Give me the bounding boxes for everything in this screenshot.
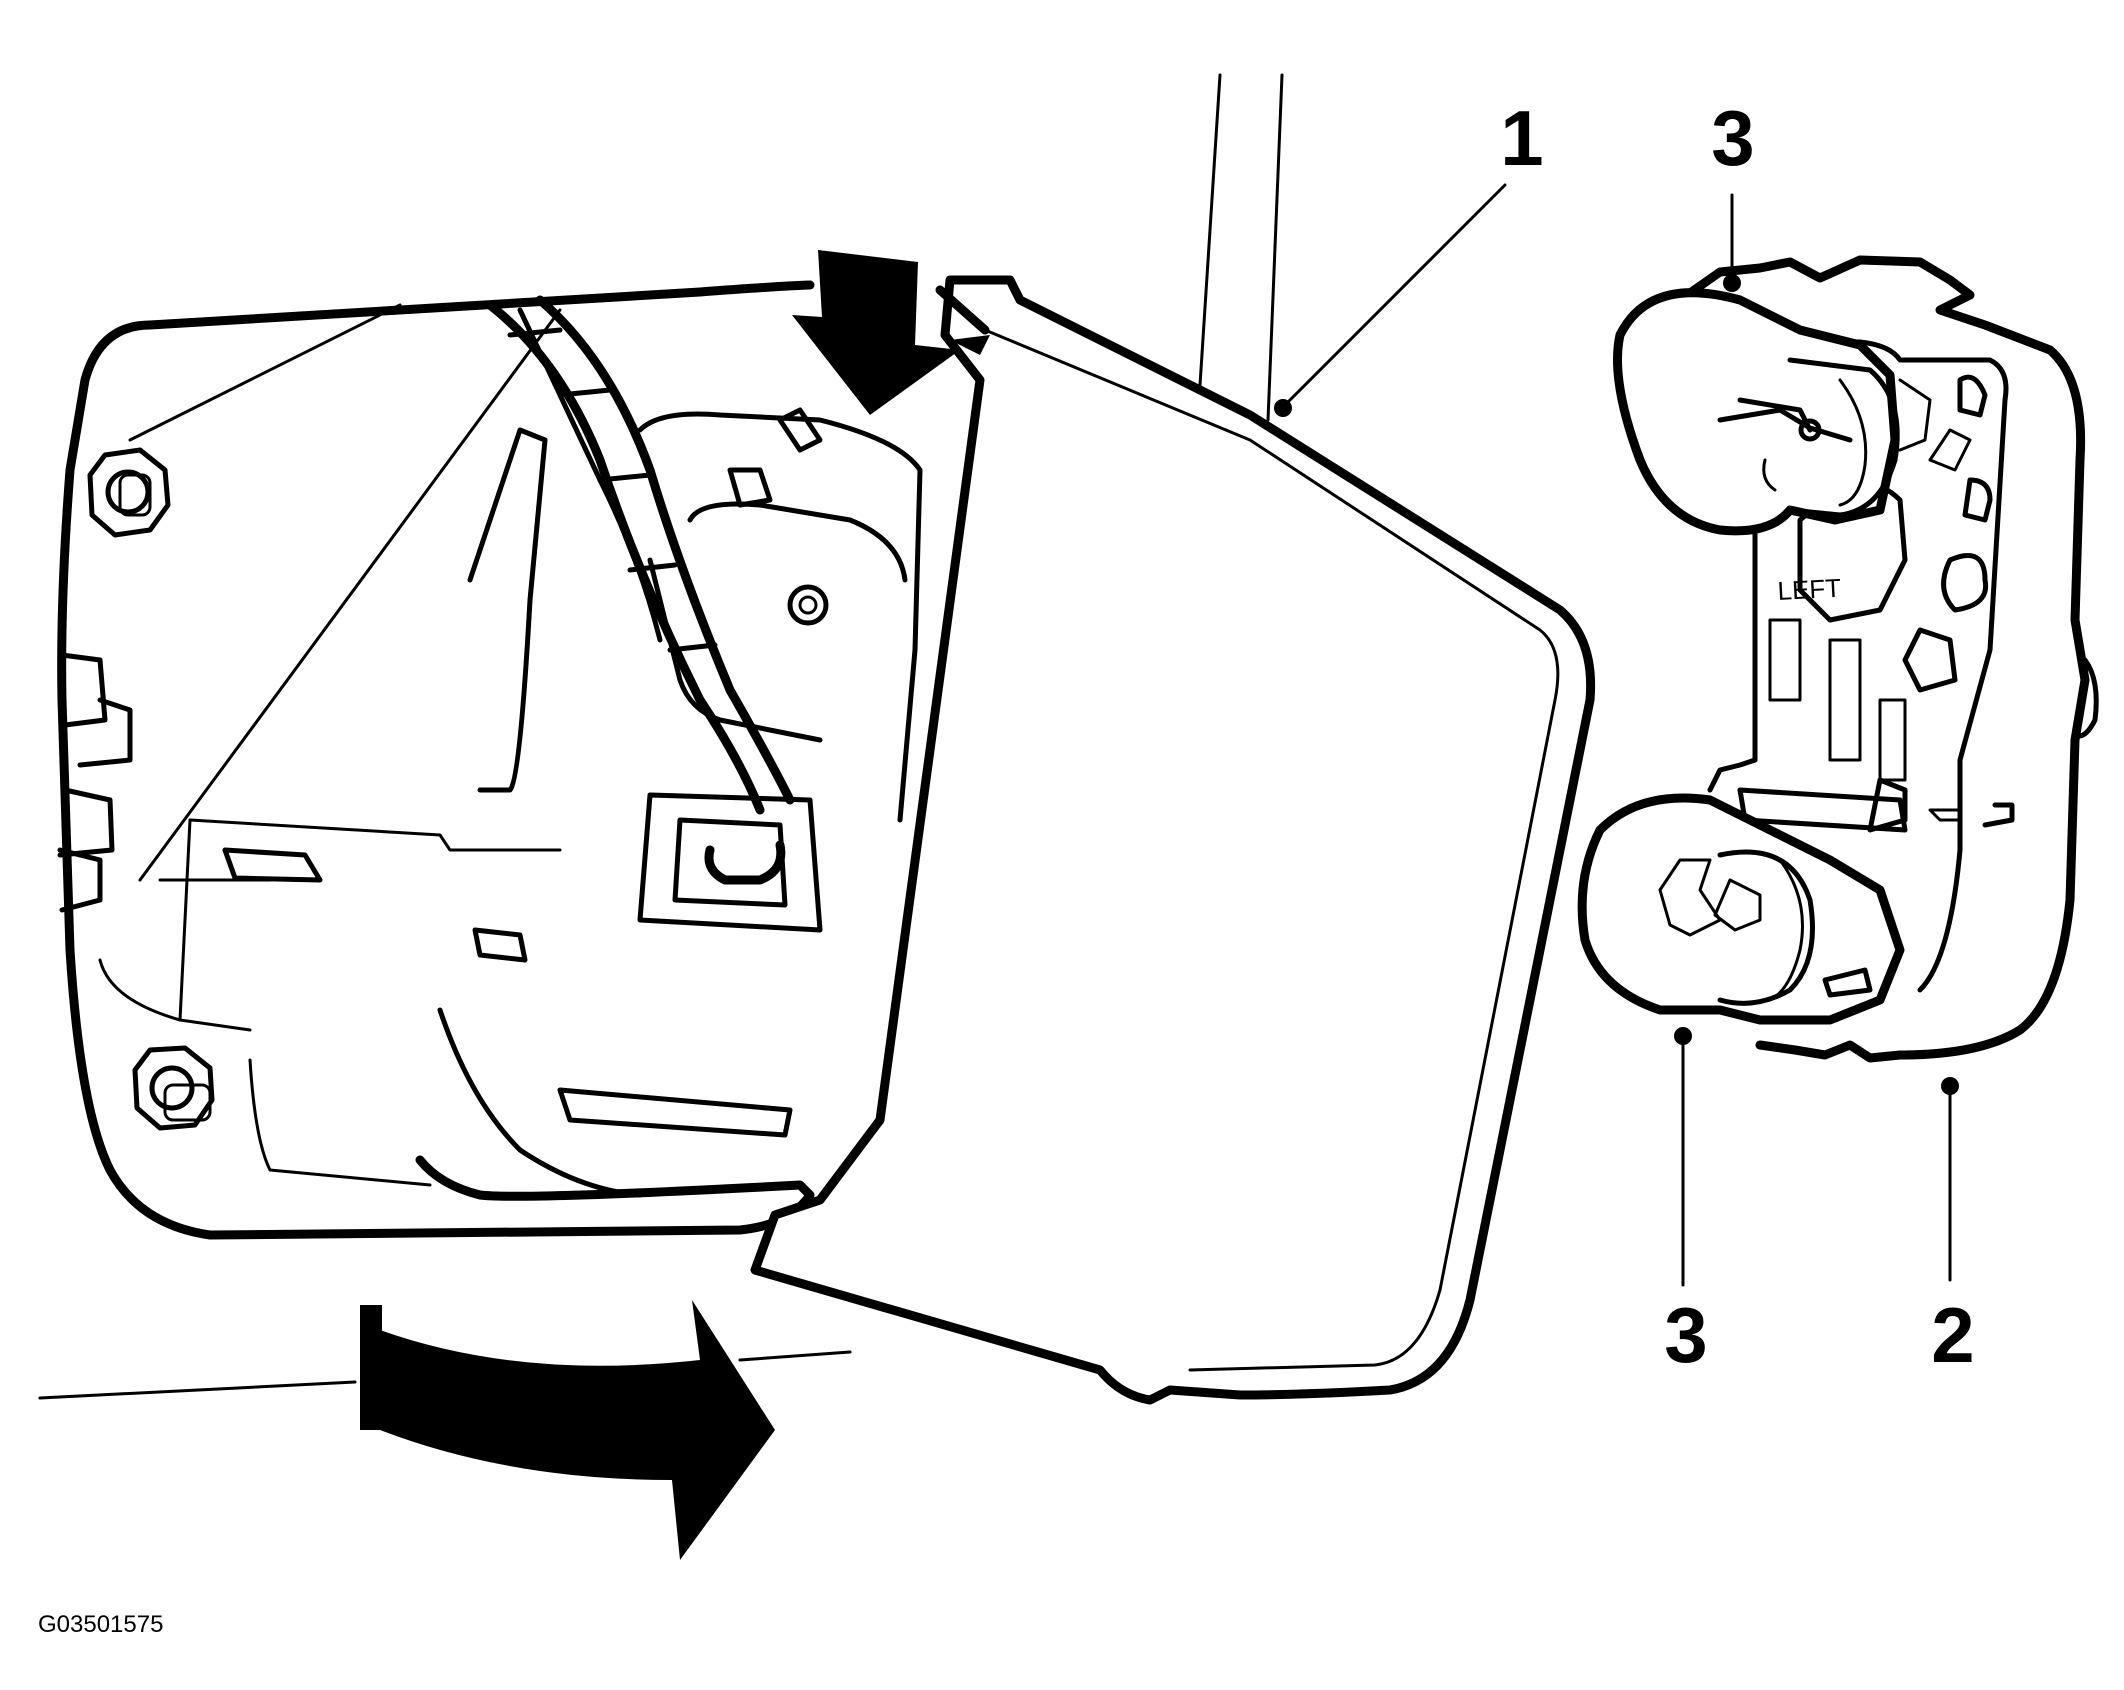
bulb-lower [1577, 793, 1905, 1025]
figure-code: G03501575 [38, 1611, 163, 1638]
wiring-connector [637, 792, 823, 933]
housing-bolt-top [87, 447, 171, 538]
housing-bolt-bottom [132, 1045, 215, 1131]
arrow-press-down [792, 250, 990, 415]
arrow-swing-out [360, 1300, 775, 1560]
mirror-glass [750, 275, 1596, 1405]
wiring-harness [485, 295, 795, 815]
housing-clips [57, 652, 133, 913]
bulb-upper [1613, 288, 1932, 536]
mirror-housing [57, 280, 815, 1240]
callout-2-bottom: 2 [1931, 1291, 1974, 1379]
left-marking: LEFT [1777, 573, 1842, 606]
callout-1-top: 1 [1500, 94, 1543, 182]
callout-3-bottom: 3 [1664, 1291, 1707, 1379]
callout-labels: 1 3 3 2 [1500, 94, 1974, 1379]
callout-3-top: 3 [1711, 94, 1754, 182]
callout-leaders [1274, 183, 1959, 1287]
door-frame-lines [38, 73, 1284, 1400]
mirror-adjuster-motor [222, 295, 923, 1198]
